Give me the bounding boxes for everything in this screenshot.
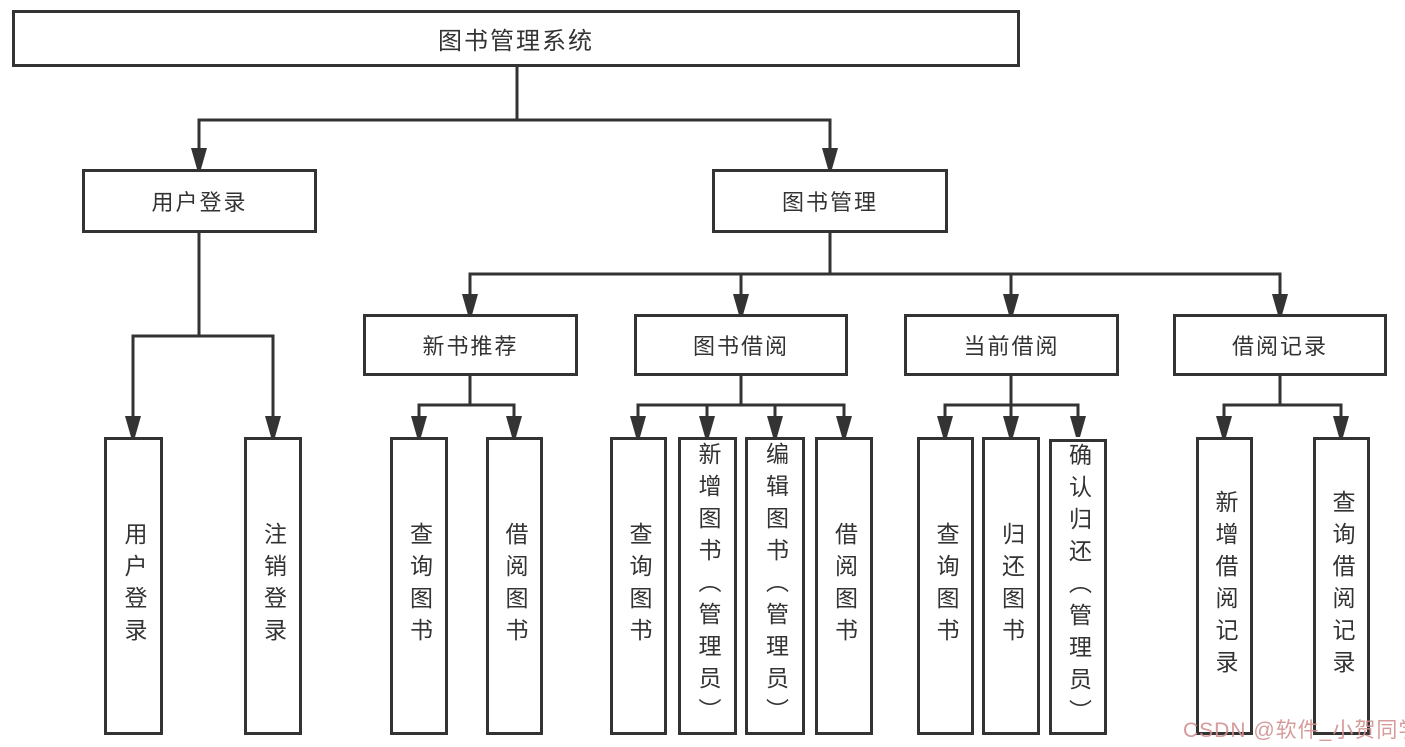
node-user-login: 用户登录 <box>82 169 317 233</box>
leaf-logout-label: 注销登录 <box>260 522 287 650</box>
connector-current-borrow <box>937 375 1086 437</box>
leaf-current-query-label: 查询图书 <box>933 522 959 650</box>
leaf-records-query-label: 查询借阅记录 <box>1329 490 1355 682</box>
connector-user-login <box>125 232 281 437</box>
leaf-bookborrow-add-label: 新增图书（管理员） <box>695 442 721 730</box>
leaf-user-login-label: 用户登录 <box>121 522 147 650</box>
watermark: CSDN @软件_小贺同学 <box>1183 719 1405 742</box>
leaf-newbooks-query-label: 查询图书 <box>406 522 433 650</box>
node-current-borrow: 当前借阅 <box>904 314 1119 376</box>
leaf-records-add-label: 新增借阅记录 <box>1212 490 1238 682</box>
leaf-bookborrow-edit: 编辑图书（管理员） <box>745 437 805 735</box>
connector-borrow-records <box>1216 375 1349 437</box>
leaf-newbooks-query: 查询图书 <box>390 437 448 735</box>
connector-root <box>191 66 838 169</box>
leaf-logout: 注销登录 <box>244 437 302 735</box>
leaf-bookborrow-borrow-label: 借阅图书 <box>831 522 858 650</box>
leaf-current-return-label: 归还图书 <box>998 522 1025 650</box>
node-root: 图书管理系统 <box>12 10 1020 67</box>
leaf-bookborrow-query-label: 查询图书 <box>626 522 652 650</box>
leaf-newbooks-borrow: 借阅图书 <box>486 437 543 735</box>
leaf-current-return: 归还图书 <box>982 437 1040 735</box>
leaf-current-confirm-label: 确认归还（管理员） <box>1065 443 1092 731</box>
connector-new-book-recommend <box>411 375 522 437</box>
leaf-current-confirm: 确认归还（管理员） <box>1049 439 1107 735</box>
leaf-current-query: 查询图书 <box>917 437 974 735</box>
leaf-bookborrow-edit-label: 编辑图书（管理员） <box>762 442 789 730</box>
leaf-user-login: 用户登录 <box>104 437 163 735</box>
node-new-book-recommend: 新书推荐 <box>363 314 578 376</box>
leaf-bookborrow-query: 查询图书 <box>610 437 667 735</box>
leaf-records-add: 新增借阅记录 <box>1196 437 1253 735</box>
node-borrow-records: 借阅记录 <box>1173 314 1387 376</box>
connector-book-borrow <box>630 375 852 437</box>
node-book-borrow: 图书借阅 <box>634 314 848 376</box>
leaf-records-query: 查询借阅记录 <box>1313 437 1370 735</box>
leaf-bookborrow-borrow: 借阅图书 <box>815 437 873 735</box>
connector-book-management <box>462 232 1288 315</box>
leaf-newbooks-borrow-label: 借阅图书 <box>502 522 528 650</box>
node-book-management: 图书管理 <box>712 169 948 233</box>
leaf-bookborrow-add: 新增图书（管理员） <box>678 437 737 735</box>
